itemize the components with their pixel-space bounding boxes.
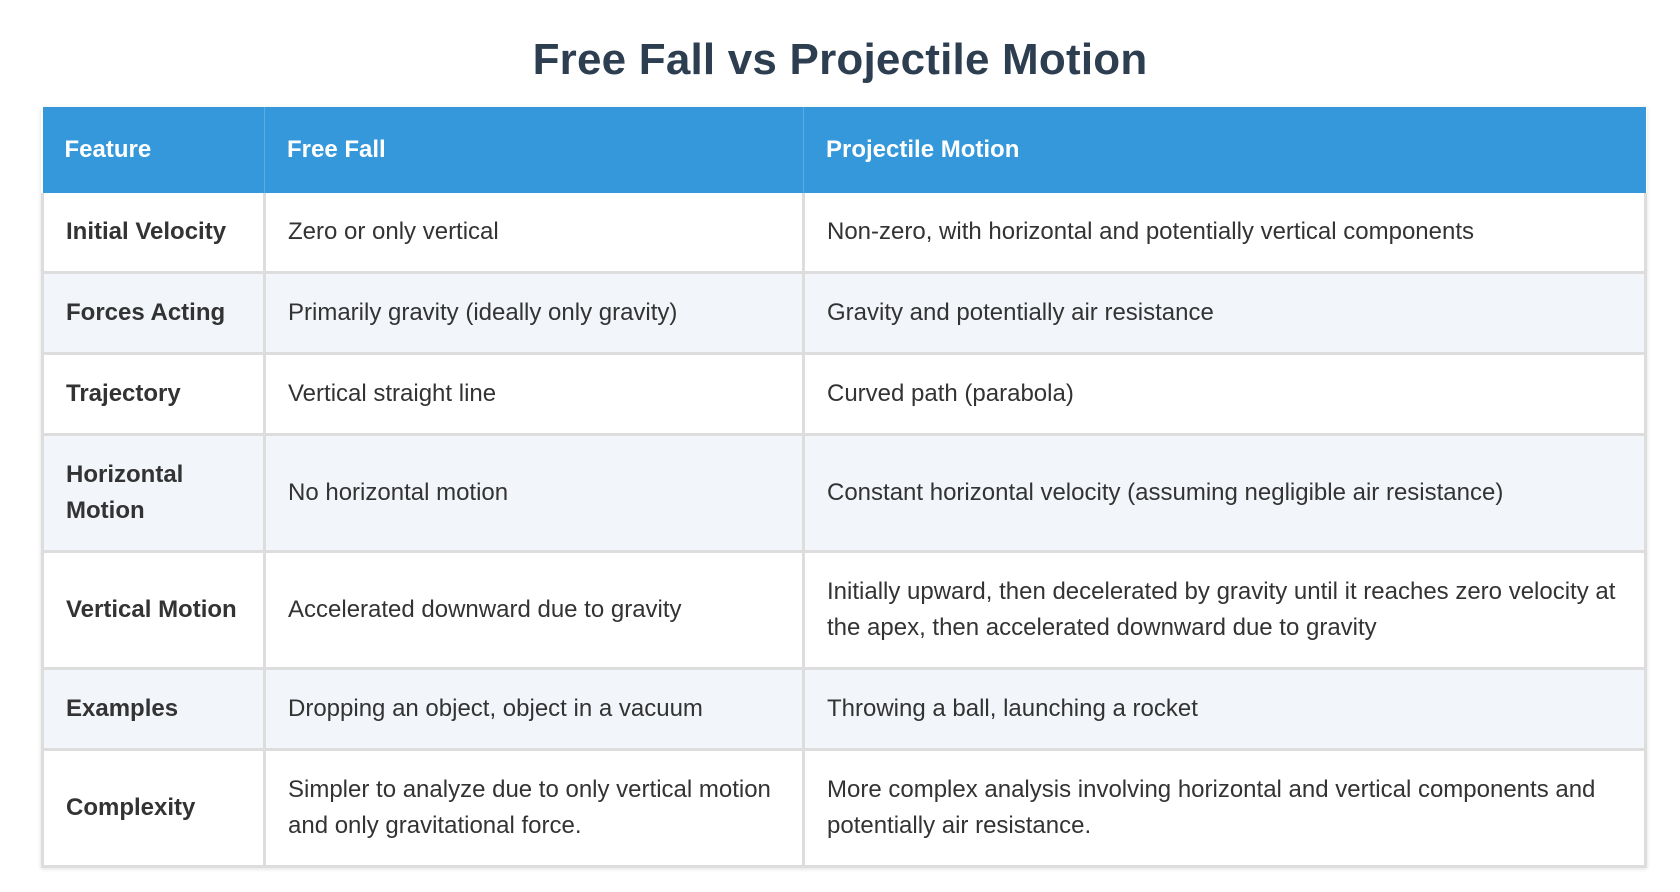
feature-cell: Forces Acting (41, 272, 266, 355)
free-fall-cell: Vertical straight line (263, 353, 805, 436)
feature-cell: Complexity (41, 749, 266, 868)
feature-cell: Initial Velocity (41, 193, 266, 274)
table-row-examples: Examples Dropping an object, object in a… (41, 668, 1647, 751)
free-fall-cell: Zero or only vertical (263, 193, 805, 274)
header-free-fall: Free Fall (264, 107, 804, 193)
table-row-trajectory: Trajectory Vertical straight line Curved… (41, 353, 1647, 436)
feature-cell: Horizontal Motion (41, 434, 266, 553)
table-body: Initial Velocity Zero or only vertical N… (41, 193, 1647, 868)
header-projectile-motion: Projectile Motion (803, 107, 1646, 193)
projectile-cell: Curved path (parabola) (802, 353, 1647, 436)
free-fall-cell: Dropping an object, object in a vacuum (263, 668, 805, 751)
free-fall-cell: Accelerated downward due to gravity (263, 551, 805, 670)
feature-cell: Trajectory (41, 353, 266, 436)
comparison-table-container: Feature Free Fall Projectile Motion Init… (41, 107, 1647, 868)
free-fall-cell: Primarily gravity (ideally only gravity) (263, 272, 805, 355)
projectile-cell: Throwing a ball, launching a rocket (802, 668, 1647, 751)
feature-cell: Vertical Motion (41, 551, 266, 670)
projectile-cell: More complex analysis involving horizont… (802, 749, 1647, 868)
table-row-forces-acting: Forces Acting Primarily gravity (ideally… (41, 272, 1647, 355)
projectile-cell: Non-zero, with horizontal and potentiall… (802, 193, 1647, 274)
table-row-vertical-motion: Vertical Motion Accelerated downward due… (41, 551, 1647, 670)
header-feature: Feature (42, 107, 265, 193)
projectile-cell: Gravity and potentially air resistance (802, 272, 1647, 355)
projectile-cell: Initially upward, then decelerated by gr… (802, 551, 1647, 670)
table-row-complexity: Complexity Simpler to analyze due to onl… (41, 749, 1647, 868)
header-row: Feature Free Fall Projectile Motion (42, 107, 1646, 193)
table-row-horizontal-motion: Horizontal Motion No horizontal motion C… (41, 434, 1647, 553)
table-header: Feature Free Fall Projectile Motion (42, 107, 1646, 193)
free-fall-cell: No horizontal motion (263, 434, 805, 553)
free-fall-cell: Simpler to analyze due to only vertical … (263, 749, 805, 868)
projectile-cell: Constant horizontal velocity (assuming n… (802, 434, 1647, 553)
page-title: Free Fall vs Projectile Motion (532, 35, 1148, 84)
comparison-table: Feature Free Fall Projectile Motion Init… (41, 107, 1647, 868)
table-row-initial-velocity: Initial Velocity Zero or only vertical N… (41, 193, 1647, 274)
feature-cell: Examples (41, 668, 266, 751)
